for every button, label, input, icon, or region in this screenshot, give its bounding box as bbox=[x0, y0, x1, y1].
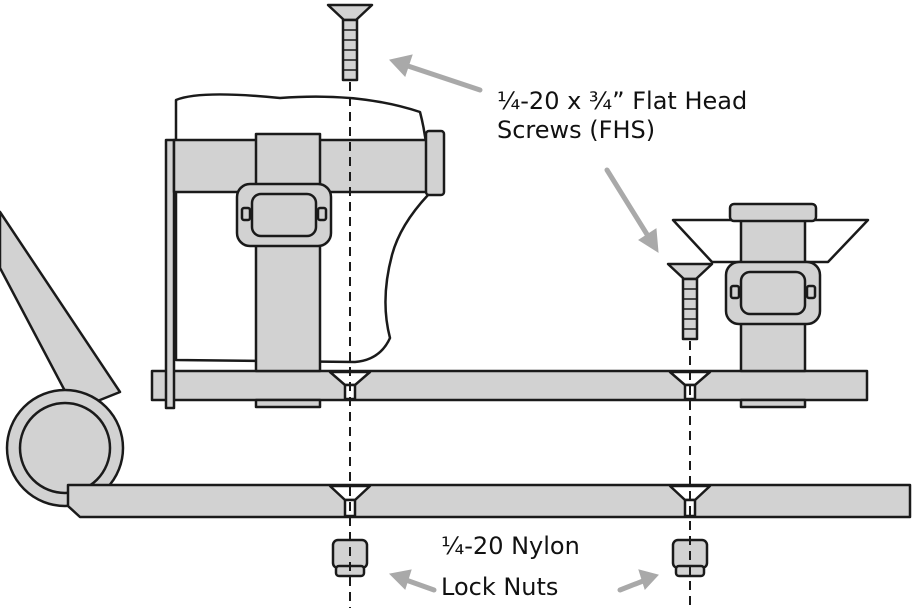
arrow-to-right-nut-head bbox=[638, 569, 659, 590]
strap-tab-left bbox=[254, 398, 322, 409]
flat-head-screw-top-head bbox=[326, 3, 374, 22]
cam-buckle-right-tab-a bbox=[729, 284, 741, 300]
arrow-to-left-nut-head bbox=[388, 569, 412, 590]
cam-buckle-left-outer bbox=[235, 182, 333, 248]
arrow-to-right-screw bbox=[604, 167, 651, 239]
cam-buckle-right-inner bbox=[739, 270, 807, 316]
flat-head-screw-right-head bbox=[666, 262, 714, 281]
nuts-label-line1: ¼-20 Nylon bbox=[441, 532, 580, 560]
cam-buckle-left-tab-b bbox=[316, 206, 328, 222]
arrow-to-top-screw-head bbox=[389, 54, 413, 77]
arrow-to-left-nut bbox=[403, 577, 437, 593]
screws-label-line2: Screws (FHS) bbox=[497, 116, 656, 144]
vertical-strap-left bbox=[254, 132, 322, 373]
rear-bracket bbox=[164, 138, 176, 410]
cam-buckle-left-inner bbox=[250, 192, 318, 238]
arrow-to-right-screw-head bbox=[638, 228, 659, 253]
cam-buckle-left-tab-a bbox=[240, 206, 252, 222]
strap-top-cap bbox=[728, 202, 818, 223]
frame-bar-lower bbox=[66, 483, 912, 519]
screws-label-line1: ¼-20 x ¾” Flat Head bbox=[497, 87, 748, 115]
frame-tube-diagonal bbox=[0, 210, 122, 412]
cam-buckle-right-tab-b bbox=[805, 284, 817, 300]
mounting-plate bbox=[150, 369, 869, 402]
frame-tube-end-inner bbox=[18, 401, 112, 495]
strap-tab-right bbox=[739, 398, 807, 409]
arrow-to-right-nut bbox=[617, 578, 646, 593]
nuts-label-line2: Lock Nuts bbox=[441, 573, 559, 601]
cam-buckle-right-outer bbox=[724, 260, 822, 326]
arrow-to-top-screw bbox=[405, 63, 483, 93]
strap-end-tab bbox=[424, 129, 446, 197]
